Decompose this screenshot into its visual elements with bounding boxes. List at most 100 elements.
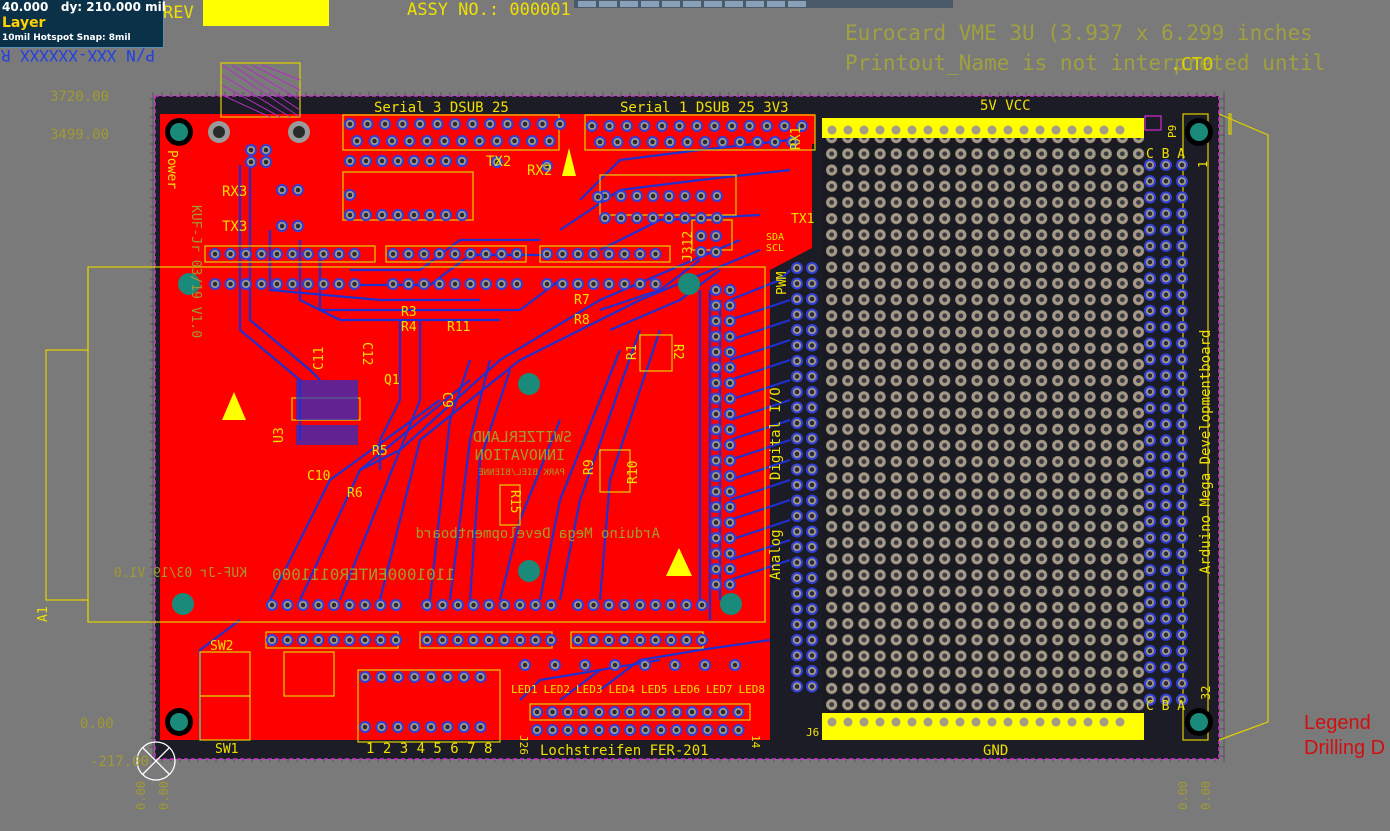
pad-hole xyxy=(1163,357,1169,362)
tx1-label: TX1 xyxy=(791,212,814,227)
pad-hole xyxy=(1147,227,1153,233)
text-icon[interactable] xyxy=(641,1,659,7)
rule-icon[interactable] xyxy=(725,1,743,7)
pad-hole xyxy=(395,674,401,680)
sda-label: SDA xyxy=(766,232,784,243)
graph-icon[interactable] xyxy=(767,1,785,7)
pad-hole xyxy=(552,662,558,668)
pad-hole xyxy=(1179,276,1185,281)
pad-hole xyxy=(228,251,233,257)
pad-hole xyxy=(1179,470,1185,476)
component-pads xyxy=(209,118,1188,736)
dim-bottom-3: 0.00 xyxy=(1176,781,1190,810)
pad-hole xyxy=(1179,519,1185,524)
pad-hole xyxy=(395,158,401,164)
pad-hole xyxy=(606,602,612,608)
pad-hole xyxy=(1147,551,1153,557)
led-label-1: LED1 xyxy=(511,683,538,696)
pad-hole xyxy=(713,551,719,556)
rx2-label: RX2 xyxy=(527,163,552,179)
pad-hole xyxy=(694,123,700,129)
pad-hole xyxy=(459,138,465,144)
pad-hole xyxy=(1163,421,1169,427)
pad-hole xyxy=(667,139,673,145)
pad-hole xyxy=(1147,567,1153,573)
pad-hole xyxy=(727,520,733,525)
select-icon[interactable] xyxy=(578,1,596,7)
pad-hole xyxy=(1163,583,1169,589)
u3-chip xyxy=(296,380,358,420)
gnd-label: GND xyxy=(983,743,1008,759)
vcc-label: 5V VCC xyxy=(980,98,1031,114)
pad-hole xyxy=(390,281,396,287)
pad-hole xyxy=(1163,389,1169,395)
text-tool-icon[interactable] xyxy=(788,1,806,7)
pad-hole xyxy=(653,251,658,257)
pad-hole xyxy=(228,281,233,287)
pad-hole xyxy=(1147,583,1153,589)
pad-hole xyxy=(336,251,342,257)
pad-hole xyxy=(550,709,555,715)
pad-hole xyxy=(727,504,733,510)
r6-label: R6 xyxy=(347,486,363,501)
pad-hole xyxy=(478,674,483,680)
fill-icon[interactable] xyxy=(704,1,722,7)
pad-hole xyxy=(642,662,648,668)
pad-hole xyxy=(1147,340,1153,346)
pad-hole xyxy=(428,674,434,680)
pad-hole xyxy=(794,374,800,379)
fourteen-label: 14 xyxy=(749,735,762,749)
route-icon[interactable] xyxy=(599,1,617,7)
pad-hole xyxy=(809,327,815,333)
pad-hole xyxy=(575,281,581,287)
pad-hole xyxy=(1179,648,1185,654)
pad-hole xyxy=(1147,681,1153,686)
pad-hole xyxy=(1147,162,1153,168)
c12-label: C12 xyxy=(359,342,374,365)
pad-hole xyxy=(637,281,643,287)
rev-field xyxy=(203,0,329,26)
hud-dy-value: 210.000 xyxy=(86,0,141,14)
pad-hole xyxy=(452,251,458,257)
pad-hole xyxy=(243,251,249,257)
vert-board-label: Arduino Mega Developmentboard xyxy=(1198,330,1214,574)
pad-hole xyxy=(424,138,430,144)
pad-hole xyxy=(809,420,815,426)
pad-hole xyxy=(1163,632,1169,638)
pad-hole xyxy=(243,281,249,287)
pad-hole xyxy=(455,637,461,643)
row-32-label: 32 xyxy=(1199,686,1213,700)
pad-hole xyxy=(1147,616,1153,621)
eurocard-line1: Eurocard VME 3U (3.937 x 6.299 inches xyxy=(845,21,1313,45)
pad-hole xyxy=(437,251,442,257)
pad-hole xyxy=(612,662,618,668)
component-icon[interactable] xyxy=(683,1,701,7)
pad-hole xyxy=(1179,178,1185,184)
pad-hole xyxy=(1163,340,1169,346)
sw2-label: SW2 xyxy=(210,639,233,654)
pad-hole xyxy=(732,662,738,668)
pad-hole xyxy=(1163,616,1169,621)
j312-label: J312 xyxy=(681,231,696,262)
pn-label: P/N XXX-XXXXXX REV A xyxy=(0,46,155,65)
mounting-holes xyxy=(165,118,1213,736)
pad-hole xyxy=(794,358,800,364)
place-icon[interactable] xyxy=(662,1,680,7)
pad-hole xyxy=(363,212,369,218)
pad-hole xyxy=(534,709,540,715)
pad-hole xyxy=(794,622,800,627)
measure-icon[interactable] xyxy=(746,1,764,7)
tx2-label: TX2 xyxy=(486,154,511,170)
pad-hole xyxy=(713,380,719,386)
pad-hole xyxy=(1179,373,1185,378)
pad-hole xyxy=(547,138,552,144)
toolbar[interactable] xyxy=(574,0,953,8)
r3-label: R3 xyxy=(401,305,417,320)
pad-hole xyxy=(698,193,704,199)
dim-bottom-1: 0.00 xyxy=(134,781,148,810)
via-icon[interactable] xyxy=(620,1,638,7)
pad-hole xyxy=(514,281,520,287)
swiss-line3: PARK BIEL/BIENNE xyxy=(478,468,565,478)
pad-hole xyxy=(1163,519,1169,524)
